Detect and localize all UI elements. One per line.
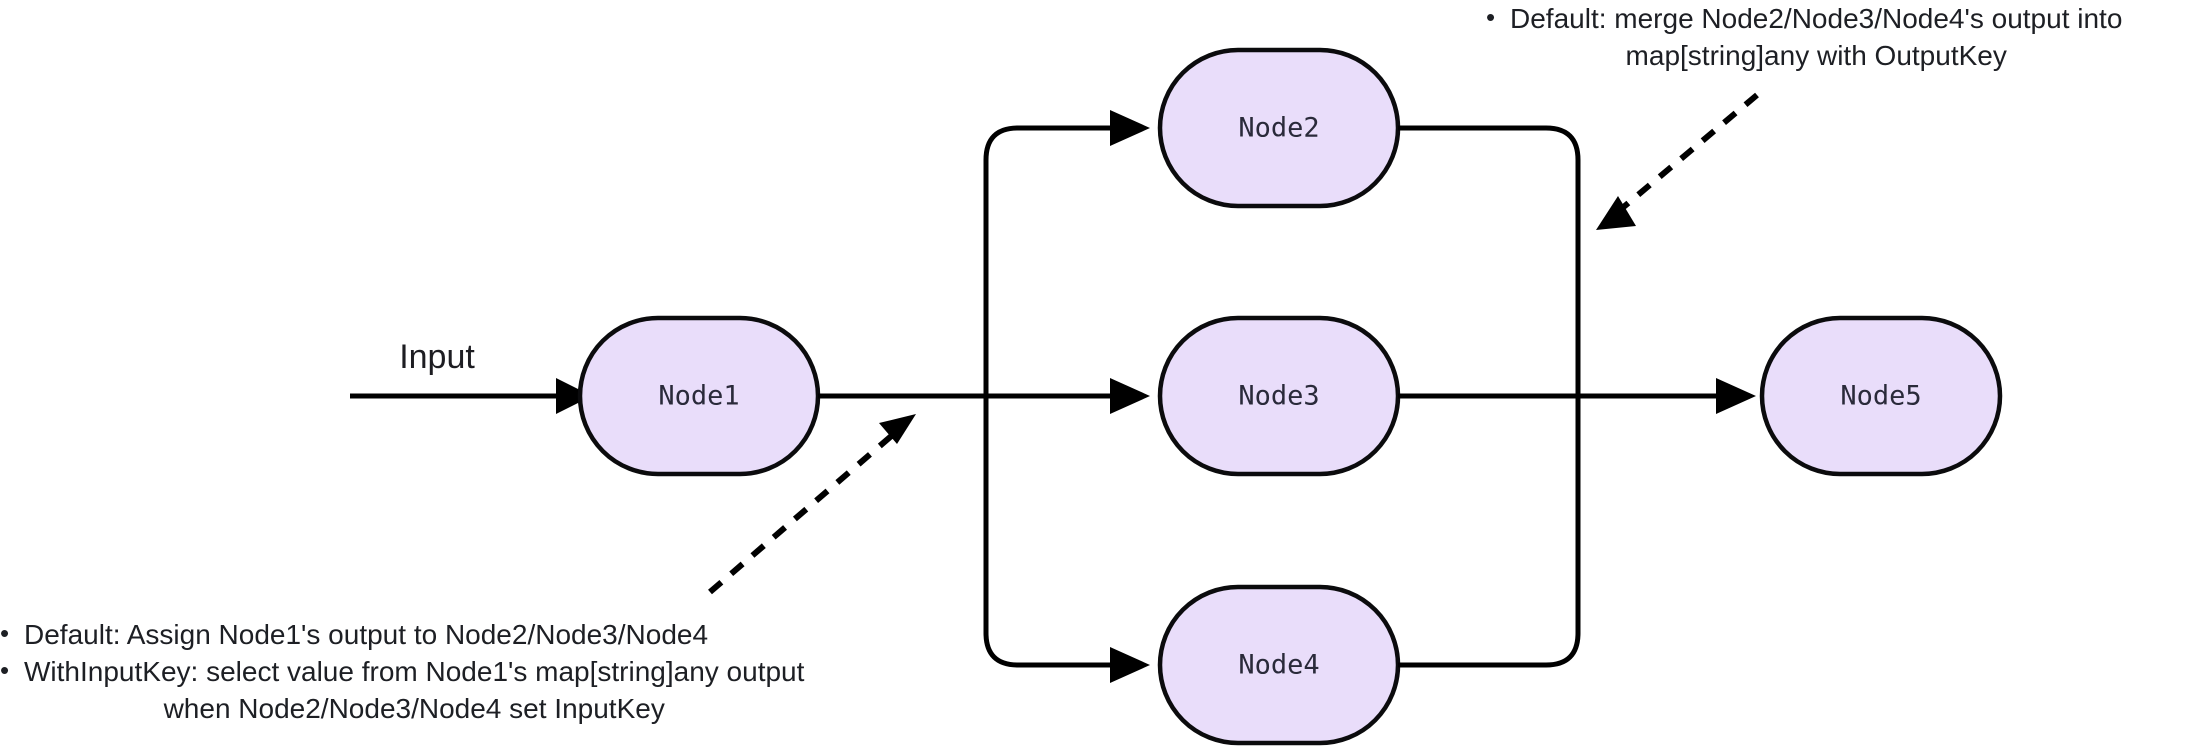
node2-in-arrow-head <box>1110 110 1150 146</box>
node-node1[interactable]: Node1 <box>577 315 821 477</box>
edge-split-to-node2 <box>983 110 1150 396</box>
node1-label: Node1 <box>658 381 739 412</box>
node5-label: Node5 <box>1840 381 1921 412</box>
input-label: Input <box>399 338 475 376</box>
annotation-assign-line1-row: • Default: Assign Node1's output to Node… <box>0 616 804 653</box>
merge-dashed-line <box>1618 92 1759 213</box>
bullet-icon: • <box>0 618 10 648</box>
node4-label: Node4 <box>1238 650 1319 681</box>
edge-split-to-node3 <box>986 378 1150 414</box>
node-node2[interactable]: Node2 <box>1157 47 1401 209</box>
node3-in-arrow-head <box>1110 378 1150 414</box>
node5-in-arrow-head <box>1716 378 1756 414</box>
annotation-assign-text: • Default: Assign Node1's output to Node… <box>0 616 804 728</box>
node5-shape[interactable] <box>1759 315 2003 477</box>
annotation-merge-line1-row: • Default: merge Node2/Node3/Node4's out… <box>1486 0 2122 37</box>
annotation-assign-line3: when Node2/Node3/Node4 set InputKey <box>163 693 665 725</box>
merge-dashed-arrow-head <box>1596 196 1636 230</box>
node-node5[interactable]: Node5 <box>1759 315 2003 477</box>
annotation-assign-line2: WithInputKey: select value from Node1's … <box>24 656 805 688</box>
node2-label: Node2 <box>1238 113 1319 144</box>
assign-dashed-line <box>708 429 898 595</box>
split-bottom-path <box>983 396 1110 668</box>
annotation-merge-text: • Default: merge Node2/Node3/Node4's out… <box>1486 0 2122 74</box>
edge-merge-to-node5 <box>1578 378 1756 414</box>
annotation-assign-line1: Default: Assign Node1's output to Node2/… <box>24 619 709 650</box>
annotation-pointer-merge <box>1596 92 1759 230</box>
assign-dashed-arrow-head <box>879 414 916 444</box>
annotation-merge-line1: Default: merge Node2/Node3/Node4's outpu… <box>1510 3 2123 34</box>
merge-top-path <box>1398 125 1581 396</box>
annotation-assign-line2-row: • WithInputKey: select value from Node1'… <box>0 653 804 690</box>
node3-label: Node3 <box>1238 381 1319 412</box>
annotation-pointer-assign <box>708 414 916 595</box>
node4-in-arrow-head <box>1110 647 1150 683</box>
node-node3[interactable]: Node3 <box>1157 315 1401 477</box>
bullet-icon: • <box>0 655 10 686</box>
edge-input-to-node1 <box>350 378 592 414</box>
node-node4[interactable]: Node4 <box>1157 584 1401 746</box>
edge-node4-to-merge <box>1398 396 1581 668</box>
annotation-merge-line2: map[string]any with OutputKey <box>1625 40 2007 72</box>
edge-node2-to-merge <box>1398 125 1581 396</box>
edge-split-to-node4 <box>983 396 1150 683</box>
bullet-icon: • <box>1486 2 1496 32</box>
split-top-path <box>983 125 1110 396</box>
merge-bottom-path <box>1398 396 1581 668</box>
input-arrow-head <box>556 378 592 414</box>
